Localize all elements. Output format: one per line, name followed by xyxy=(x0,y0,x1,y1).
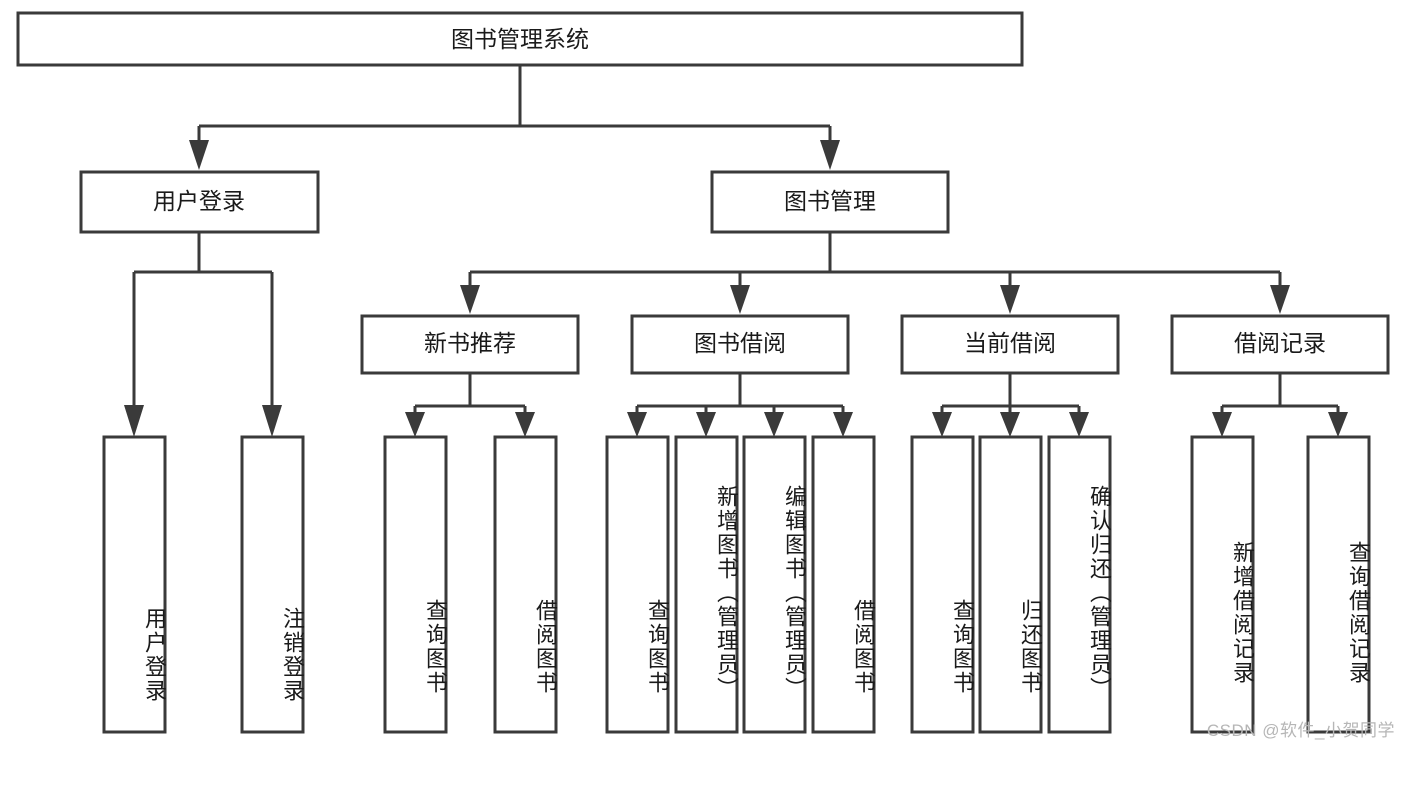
arrow-head-leaf-add-book xyxy=(696,412,716,437)
arrow-head-leaf-logout-login xyxy=(262,405,282,437)
connector-group-current-borrow xyxy=(932,373,1089,437)
node-borrow-record-label: 借阅记录 xyxy=(1234,330,1326,356)
node-new-book-recommend[interactable]: 新书推荐 xyxy=(360,314,580,375)
leaf-box-add-book[interactable] xyxy=(674,435,739,734)
functional-structure-diagram: 图书管理系统 用户登录 图书管理 新书推荐 图书借阅 当前借阅 借阅记录 xyxy=(16,11,1395,740)
connector-group-new-book-recommend xyxy=(405,373,535,437)
leaf-box-return-book[interactable] xyxy=(978,435,1043,734)
arrow-head-leaf-query-book-1 xyxy=(405,412,425,437)
node-book-manage-label: 图书管理 xyxy=(784,188,876,214)
arrow-head-leaf-user-login xyxy=(124,405,144,437)
node-book-manage-box[interactable] xyxy=(710,170,950,234)
leaf-box-query-record[interactable] xyxy=(1306,435,1371,734)
arrow-head-current-borrow xyxy=(1000,285,1020,314)
node-current-borrow-box[interactable] xyxy=(900,314,1120,375)
node-book-borrow-box[interactable] xyxy=(630,314,850,375)
leaf-box-edit-book[interactable] xyxy=(742,435,807,734)
node-root-box[interactable] xyxy=(16,11,1024,67)
arrow-head-borrow-record xyxy=(1270,285,1290,314)
node-user-login-label: 用户登录 xyxy=(153,188,245,214)
arrow-head-leaf-confirm-return xyxy=(1069,412,1089,437)
node-new-book-recommend-label: 新书推荐 xyxy=(424,330,516,356)
connector-group-book-manage xyxy=(460,232,1290,314)
arrow-head-leaf-borrow-book-2 xyxy=(833,412,853,437)
node-book-manage[interactable]: 图书管理 xyxy=(710,170,950,234)
diagram-canvas: 图书管理系统 用户登录 图书管理 新书推荐 图书借阅 当前借阅 借阅记录 xyxy=(16,11,1390,734)
node-book-borrow[interactable]: 图书借阅 xyxy=(630,314,850,375)
node-current-borrow-label: 当前借阅 xyxy=(964,330,1056,356)
connector-group-root xyxy=(189,65,840,170)
arrow-head-leaf-add-record xyxy=(1212,412,1232,437)
leaf-box-add-record[interactable] xyxy=(1190,435,1255,734)
arrow-head-book-manage xyxy=(820,140,840,170)
arrow-head-leaf-query-book-2 xyxy=(627,412,647,437)
leaf-box-query-book-3[interactable] xyxy=(910,435,975,734)
arrow-head-user-login xyxy=(189,140,209,170)
leaf-box-query-book-2[interactable] xyxy=(605,435,670,734)
connector-group-user-login xyxy=(124,232,282,437)
node-borrow-record[interactable]: 借阅记录 xyxy=(1170,314,1390,375)
arrow-head-book-borrow xyxy=(730,285,750,314)
node-new-book-recommend-box[interactable] xyxy=(360,314,580,375)
leaf-box-borrow-book-2[interactable] xyxy=(811,435,876,734)
arrow-head-leaf-borrow-book-1 xyxy=(515,412,535,437)
node-root-label: 图书管理系统 xyxy=(451,26,589,52)
arrow-head-leaf-query-book-3 xyxy=(932,412,952,437)
watermark-text: CSDN @软件_小贺同学 xyxy=(1206,721,1395,740)
leaf-box-borrow-book-1[interactable] xyxy=(493,435,558,734)
node-current-borrow[interactable]: 当前借阅 xyxy=(900,314,1120,375)
node-borrow-record-box[interactable] xyxy=(1170,314,1390,375)
node-user-login-box[interactable] xyxy=(79,170,320,234)
node-book-borrow-label: 图书借阅 xyxy=(694,330,786,356)
arrow-head-leaf-edit-book xyxy=(764,412,784,437)
leaf-box-user-login[interactable] xyxy=(102,435,167,734)
connector-group-book-borrow xyxy=(627,373,853,437)
arrow-head-leaf-return-book xyxy=(1000,412,1020,437)
arrow-head-new-book-recommend xyxy=(460,285,480,314)
node-root[interactable]: 图书管理系统 xyxy=(16,11,1024,67)
leaf-box-confirm-return[interactable] xyxy=(1047,435,1112,734)
leaf-box-logout-login[interactable] xyxy=(240,435,305,734)
node-user-login[interactable]: 用户登录 xyxy=(79,170,320,234)
leaf-box-query-book-1[interactable] xyxy=(383,435,448,734)
arrow-head-leaf-query-record xyxy=(1328,412,1348,437)
connector-group-borrow-record xyxy=(1212,373,1348,437)
